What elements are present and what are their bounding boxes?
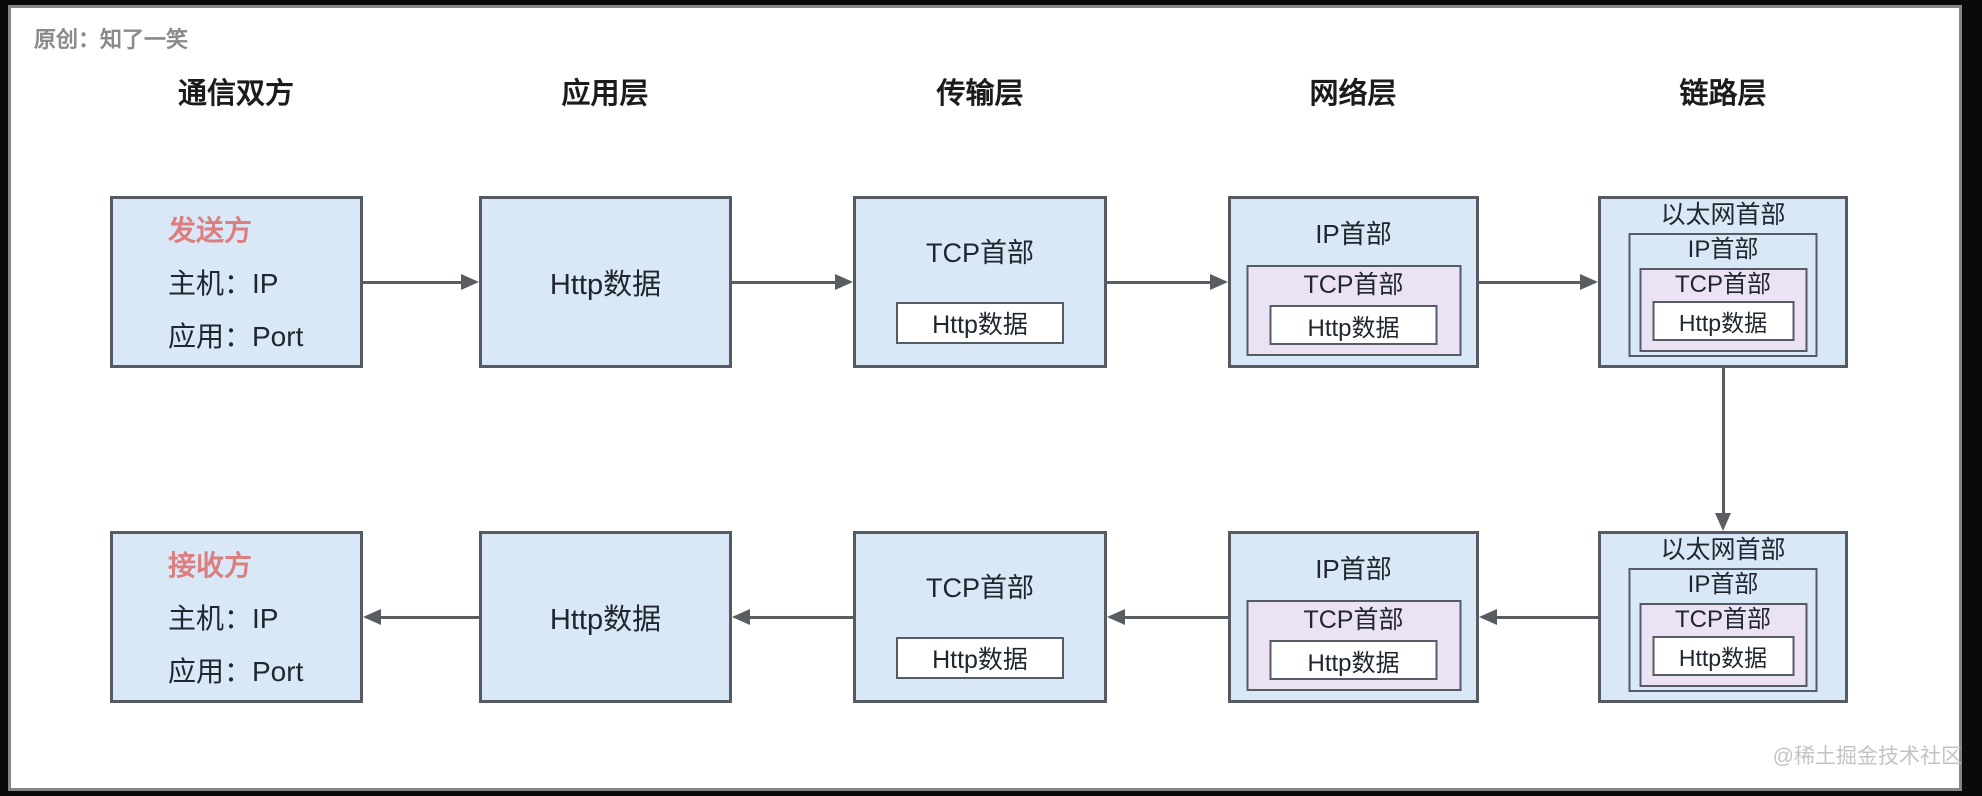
nested-ip-box: IP首部 TCP首部 Http数据	[1628, 233, 1818, 357]
arrow-down-icon	[1715, 513, 1731, 531]
tcp-header-label: TCP首部	[1303, 271, 1404, 299]
app-layer-box-receive: Http数据	[479, 531, 732, 703]
nested-tcp-box: TCP首部 Http数据	[1639, 268, 1807, 352]
receiver-host: 主机：IP	[168, 603, 279, 634]
network-layer-box-send: IP首部 TCP首部 Http数据	[1228, 196, 1479, 368]
nested-http-box: Http数据	[896, 637, 1064, 679]
app-layer-box-send: Http数据	[479, 196, 732, 368]
arrow-transport-to-network	[1107, 274, 1228, 290]
tcp-header-label: TCP首部	[926, 573, 1034, 603]
ethernet-header-label: 以太网首部	[1660, 201, 1786, 229]
ip-header-label: IP首部	[1687, 236, 1759, 263]
arrow-right-icon	[1210, 274, 1228, 290]
nested-http-box: Http数据	[896, 302, 1064, 344]
http-data-label: Http数据	[1307, 314, 1400, 342]
arrow-transport-to-app	[732, 609, 853, 625]
transport-layer-box-receive: TCP首部 Http数据	[853, 531, 1107, 703]
watermark-text: @稀土掘金技术社区	[1772, 745, 1962, 768]
arrow-right-icon	[461, 274, 479, 290]
arrow-right-icon	[1580, 274, 1598, 290]
receiver-app: 应用：Port	[168, 656, 304, 687]
nested-http-box: Http数据	[1652, 636, 1794, 676]
http-data-label: Http数据	[549, 269, 662, 301]
http-data-label: Http数据	[549, 604, 662, 636]
nested-tcp-box: TCP首部 Http数据	[1639, 603, 1807, 687]
sender-host: 主机：IP	[168, 268, 279, 299]
nested-tcp-box: TCP首部 Http数据	[1246, 265, 1461, 356]
sender-title: 发送方	[168, 215, 253, 246]
http-data-label: Http数据	[1307, 649, 1400, 677]
arrow-left-icon	[732, 609, 750, 625]
receiver-title: 接收方	[168, 550, 253, 581]
http-data-label: Http数据	[932, 646, 1028, 674]
link-layer-box-receive: 以太网首部 IP首部 TCP首部 Http数据	[1598, 531, 1848, 703]
tcp-header-label: TCP首部	[1303, 606, 1404, 634]
arrow-sender-to-app	[363, 274, 479, 290]
nested-http-box: Http数据	[1652, 301, 1794, 341]
arrow-left-icon	[363, 609, 381, 625]
arrow-link-to-network	[1479, 609, 1598, 625]
arrow-left-icon	[1479, 609, 1497, 625]
arrow-network-to-link	[1479, 274, 1598, 290]
nested-ip-box: IP首部 TCP首部 Http数据	[1628, 568, 1818, 692]
arrow-left-icon	[1107, 609, 1125, 625]
sender-box: 发送方 主机：IP 应用：Port	[110, 196, 363, 368]
sender-app: 应用：Port	[168, 321, 304, 352]
tcp-header-label: TCP首部	[1675, 606, 1771, 633]
header-application: 应用层	[561, 78, 649, 110]
tcp-header-label: TCP首部	[926, 238, 1034, 268]
receiver-box: 接收方 主机：IP 应用：Port	[110, 531, 363, 703]
header-link: 链路层	[1679, 78, 1767, 110]
http-data-label: Http数据	[1678, 645, 1768, 671]
arrow-app-to-receiver	[363, 609, 479, 625]
credit-text: 原创：知了一笑	[34, 27, 189, 52]
ip-header-label: IP首部	[1315, 554, 1392, 584]
arrow-app-to-transport	[732, 274, 853, 290]
ip-header-label: IP首部	[1315, 219, 1392, 249]
link-layer-box-send: 以太网首部 IP首部 TCP首部 Http数据	[1598, 196, 1848, 368]
tcp-header-label: TCP首部	[1675, 271, 1771, 298]
http-data-label: Http数据	[1678, 310, 1768, 336]
transport-layer-box-send: TCP首部 Http数据	[853, 196, 1107, 368]
http-data-label: Http数据	[932, 311, 1028, 339]
nested-tcp-box: TCP首部 Http数据	[1246, 600, 1461, 691]
arrow-right-icon	[835, 274, 853, 290]
header-network: 网络层	[1309, 78, 1397, 110]
arrow-link-down	[1715, 368, 1731, 531]
nested-http-box: Http数据	[1269, 305, 1438, 345]
header-parties: 通信双方	[177, 78, 294, 110]
header-transport: 传输层	[936, 78, 1024, 110]
arrow-network-to-transport	[1107, 609, 1228, 625]
network-layer-box-receive: IP首部 TCP首部 Http数据	[1228, 531, 1479, 703]
ethernet-header-label: 以太网首部	[1660, 536, 1786, 564]
nested-http-box: Http数据	[1269, 640, 1438, 680]
ip-header-label: IP首部	[1687, 571, 1759, 598]
